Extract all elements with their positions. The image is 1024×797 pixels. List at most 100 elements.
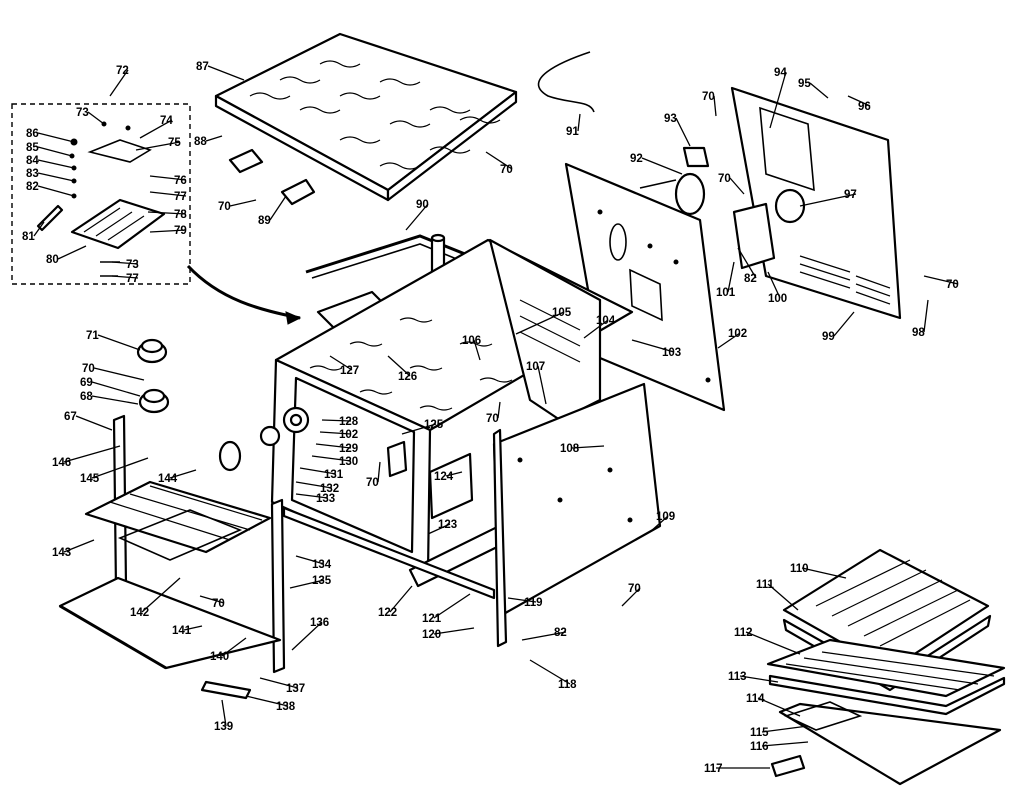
callout-leader-c124	[445, 471, 463, 477]
callout-leader-c99	[833, 311, 855, 337]
callout-leader-c145	[91, 457, 149, 479]
callout-leader-c70j	[621, 587, 641, 607]
callout-leader-c102	[717, 332, 741, 349]
callout-leader-c126	[387, 355, 411, 377]
callout-leader-c91	[577, 113, 581, 132]
callout-leader-c67	[75, 415, 113, 431]
callout-leader-c114	[757, 697, 801, 717]
callout-label-c70b: 70	[500, 164, 513, 176]
callout-label-c102b: 102	[339, 429, 358, 441]
callout-leader-c134	[295, 555, 325, 565]
callout-label-c111: 111	[756, 579, 775, 591]
callout-leader-c70f	[497, 401, 501, 419]
callout-leader-c138	[245, 695, 289, 707]
callout-leader-c70d	[729, 177, 745, 195]
callout-label-c82a: 82	[26, 181, 39, 193]
callout-leader-c97	[799, 193, 857, 207]
callout-leader-c121	[433, 593, 471, 619]
callout-leader-c133	[295, 493, 329, 499]
callout-leader-c105	[515, 311, 565, 335]
callout-label-c142: 142	[130, 607, 149, 619]
callout-label-c127: 127	[340, 365, 359, 377]
callout-leader-c100	[767, 271, 781, 299]
callout-label-c79: 79	[174, 225, 187, 237]
callout-label-c138: 138	[276, 701, 296, 713]
callout-leader-c73a	[87, 111, 105, 125]
callout-leader-c101	[727, 261, 735, 293]
thermostat-assembly	[639, 146, 710, 216]
callout-label-c139: 139	[214, 721, 233, 733]
callout-label-c119: 119	[524, 597, 543, 609]
callout-label-c123: 123	[438, 519, 457, 531]
callout-label-c72: 72	[116, 65, 129, 77]
callout-leader-c70e	[923, 275, 959, 285]
callout-label-c130: 130	[339, 456, 358, 468]
callout-leader-c83	[37, 172, 75, 182]
callout-leader-c77b	[111, 275, 139, 279]
callout-leader-c81	[33, 221, 45, 237]
callout-leader-c142	[141, 577, 181, 613]
callout-leader-c95	[809, 82, 829, 99]
callout-label-c82b: 82	[744, 273, 757, 285]
callout-leader-c89	[269, 195, 287, 221]
callout-label-c70e: 70	[946, 279, 959, 291]
callout-leader-c102b	[319, 431, 352, 435]
callout-label-c84: 84	[26, 155, 39, 167]
callout-leader-c119	[507, 597, 537, 603]
callout-label-c96: 96	[858, 101, 871, 113]
callout-leader-c135	[289, 579, 325, 589]
callout-leader-c146	[63, 445, 121, 463]
wire-harness	[537, 51, 595, 113]
callout-label-c89: 89	[258, 215, 271, 227]
callout-label-c87: 87	[196, 61, 209, 73]
callout-leader-c109	[649, 515, 669, 533]
callout-leader-c111	[767, 583, 799, 611]
callout-label-c112: 112	[734, 627, 753, 639]
callout-label-c75: 75	[168, 137, 181, 149]
broiler-rack	[84, 480, 272, 561]
callout-label-c140: 140	[210, 651, 229, 663]
callout-leader-c93	[675, 117, 691, 147]
callout-leader-c106	[473, 339, 481, 361]
callout-leader-c71	[97, 334, 141, 351]
callout-leader-c107	[537, 365, 547, 405]
callout-leader-c131	[299, 467, 337, 475]
callout-label-c67: 67	[64, 411, 77, 423]
callout-label-c129: 129	[339, 443, 358, 455]
callout-label-c77: 77	[174, 191, 187, 203]
callout-leader-c82c	[521, 631, 567, 641]
callout-label-c85: 85	[26, 142, 39, 154]
callout-leader-c118	[529, 659, 571, 685]
callout-label-c88: 88	[194, 136, 207, 148]
callout-label-c103: 103	[662, 347, 681, 359]
callout-leader-c70b	[485, 151, 513, 170]
callout-leader-c116	[761, 741, 809, 747]
callout-leader-c144	[169, 469, 197, 479]
callout-leader-c78	[147, 211, 187, 215]
callout-leader-c72	[109, 69, 129, 97]
callout-leader-c137	[259, 677, 299, 689]
callout-label-c70a: 70	[218, 201, 231, 213]
callout-label-c69: 69	[80, 377, 93, 389]
callout-label-c117: 117	[704, 763, 723, 775]
callout-leader-c87	[207, 65, 245, 81]
callout-leader-c70i	[199, 595, 225, 604]
callout-label-c78: 78	[174, 209, 187, 221]
callout-leader-c120	[433, 627, 475, 635]
callout-label-c122: 122	[378, 607, 397, 619]
callout-leader-c110	[801, 567, 847, 579]
callout-label-c104: 104	[596, 315, 616, 327]
callout-leader-c68	[91, 395, 139, 405]
callout-label-c118: 118	[558, 679, 577, 691]
callout-leader-c122	[389, 585, 413, 613]
callout-label-c121: 121	[422, 613, 442, 625]
callout-label-c137: 137	[286, 683, 305, 695]
side-panel	[492, 382, 662, 648]
callout-leader-c140	[221, 637, 247, 657]
callout-label-c74: 74	[160, 115, 173, 127]
callout-label-c70j: 70	[628, 583, 641, 595]
callout-leader-c82a	[37, 185, 75, 197]
callout-leader-c141	[183, 625, 203, 631]
floor-plate	[282, 506, 496, 600]
